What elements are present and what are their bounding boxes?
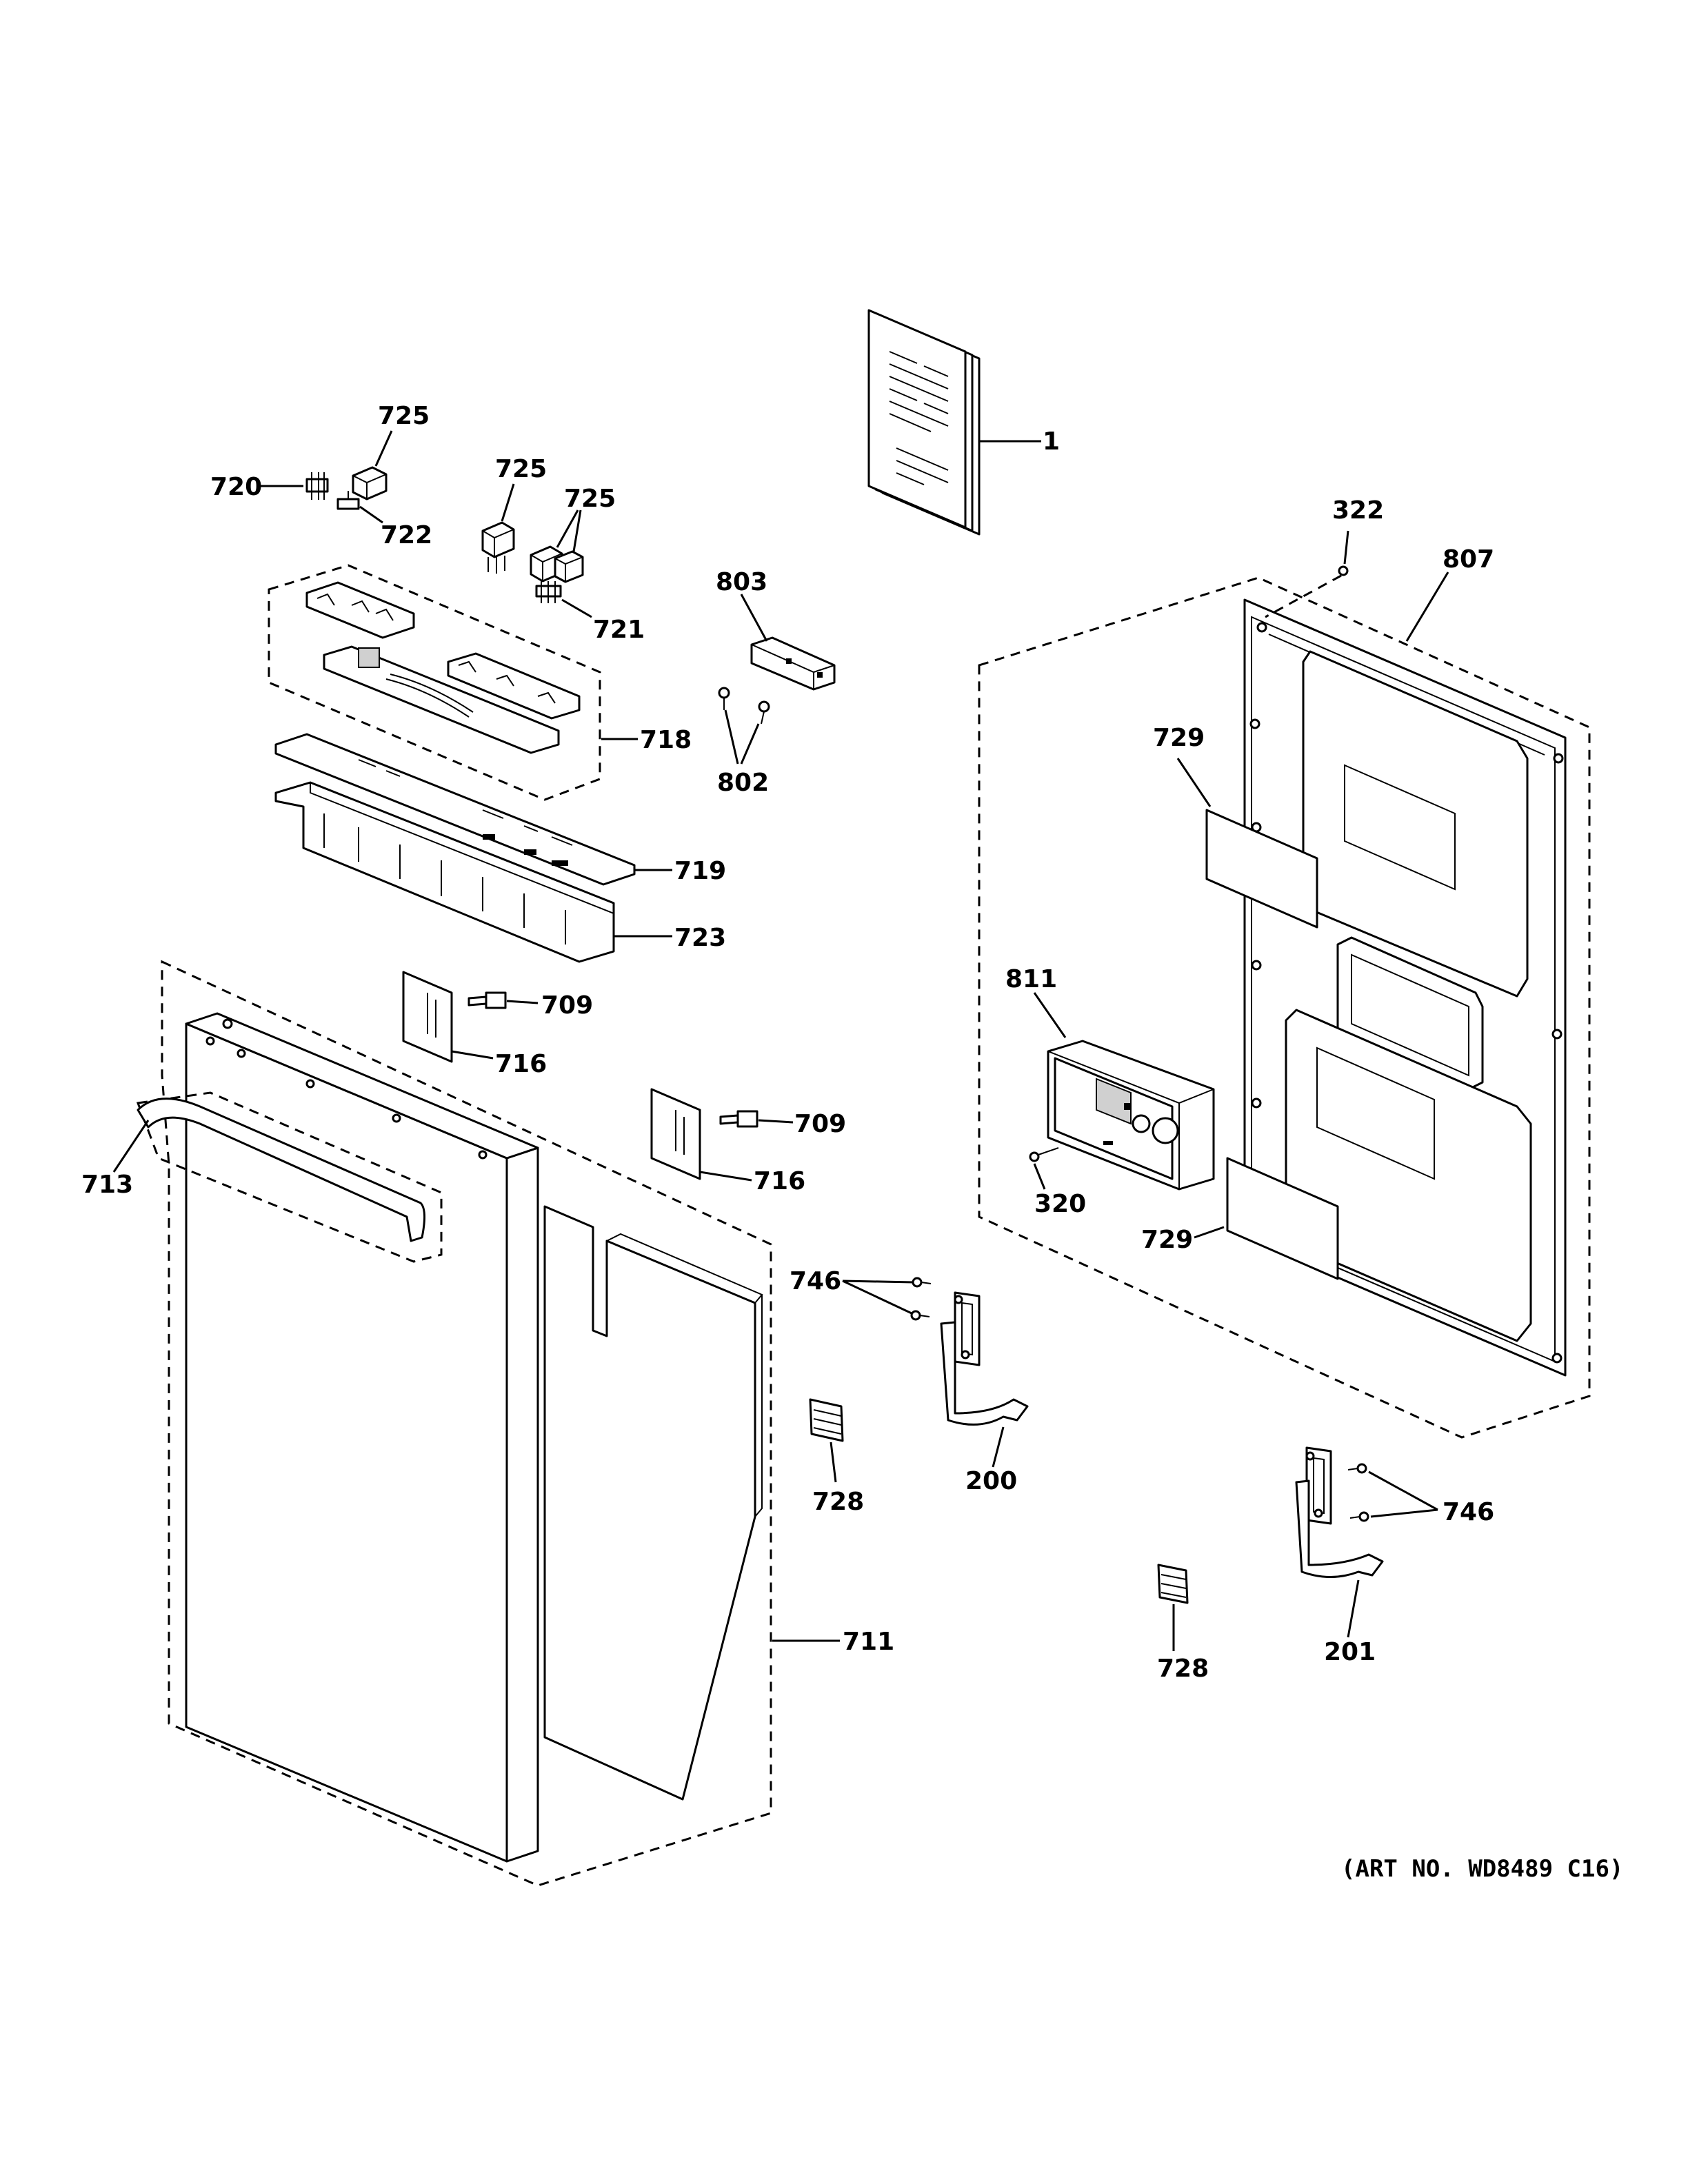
- callout-807: 807: [1443, 545, 1494, 574]
- part-320-screw: [1029, 1147, 1059, 1162]
- callout-709-a: 709: [541, 991, 593, 1020]
- callout-746-a: 746: [790, 1267, 841, 1295]
- part-729-label-b: [1226, 1157, 1339, 1280]
- callout-1: 1: [1043, 427, 1060, 456]
- callout-721: 721: [593, 616, 645, 644]
- callout-723: 723: [674, 924, 726, 952]
- part-723-console: [274, 781, 615, 963]
- part-716-plate-b: [650, 1088, 701, 1180]
- part-729-label-a: [1205, 809, 1318, 929]
- callout-720: 720: [210, 473, 262, 501]
- art-number: (ART NO. WD8489 C16): [1341, 1855, 1623, 1883]
- part-719-overlay: [274, 733, 636, 886]
- callout-803: 803: [716, 568, 767, 596]
- part-725-button-c: [530, 545, 584, 603]
- callout-320: 320: [1034, 1190, 1086, 1218]
- part-746-screws-a: [910, 1277, 932, 1321]
- callout-722: 722: [381, 521, 432, 549]
- part-200-hinge: [940, 1291, 1029, 1426]
- callout-716-a: 716: [495, 1050, 547, 1078]
- part-713-handle: [137, 1098, 425, 1242]
- callout-711: 711: [843, 1628, 894, 1656]
- callout-201: 201: [1324, 1638, 1376, 1666]
- group-807-outline: [978, 576, 1591, 1439]
- callout-709-b: 709: [794, 1110, 846, 1138]
- part-811-dispenser: [1047, 1040, 1215, 1191]
- callout-725-c: 725: [564, 485, 616, 513]
- part-728-clip-b: [1157, 1564, 1189, 1604]
- part-722-switch: [336, 491, 360, 510]
- callout-728-b: 728: [1157, 1655, 1209, 1683]
- callout-802: 802: [717, 769, 769, 797]
- group-711-outline: [161, 960, 772, 1887]
- part-746-screws-b: [1347, 1463, 1369, 1522]
- part-711-door-panel: [185, 1012, 763, 1863]
- callout-322: 322: [1332, 496, 1384, 525]
- callout-811: 811: [1005, 965, 1057, 993]
- part-716-plate-a: [402, 971, 453, 1063]
- part-807-inner-door: [1243, 598, 1567, 1377]
- callout-728-a: 728: [812, 1488, 864, 1516]
- part-802-screws: [718, 687, 770, 725]
- callout-200: 200: [965, 1467, 1017, 1495]
- callout-746-b: 746: [1443, 1498, 1494, 1526]
- part-720-connector: [305, 472, 329, 500]
- part-709-screw-a: [468, 991, 507, 1009]
- group-718-outline: [268, 564, 601, 801]
- callout-719: 719: [674, 857, 726, 885]
- callout-725-a: 725: [378, 402, 430, 430]
- part-725-button-b: [481, 521, 515, 574]
- group-713-outline: [136, 1091, 443, 1263]
- part-728-clip-a: [809, 1398, 844, 1442]
- callout-716-b: 716: [754, 1167, 805, 1195]
- part-718-control-board: [305, 581, 581, 754]
- part-201-hinge: [1295, 1446, 1384, 1578]
- callout-729-b: 729: [1141, 1226, 1193, 1254]
- part-803-bracket: [750, 636, 836, 691]
- callout-713: 713: [81, 1171, 133, 1199]
- part-709-screw-b: [719, 1110, 758, 1128]
- part-322-screw: [1265, 565, 1349, 618]
- callout-725-b: 725: [495, 455, 547, 483]
- part-1-manual: [867, 309, 981, 536]
- callout-718: 718: [640, 726, 692, 754]
- callout-729-a: 729: [1153, 724, 1205, 752]
- part-725-button-a: [352, 466, 388, 501]
